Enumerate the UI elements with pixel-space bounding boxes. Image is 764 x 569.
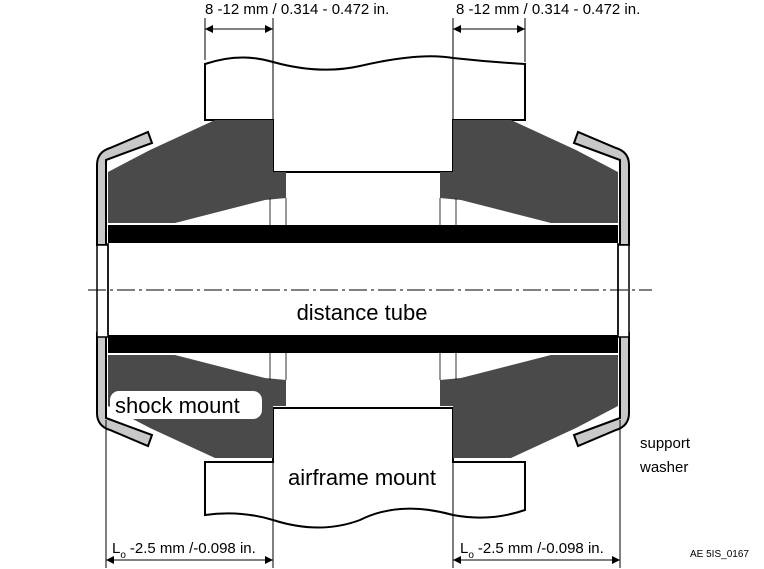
figure-id: AE 5IS_0167 — [690, 549, 749, 560]
label-shock-mount-bg — [110, 391, 262, 419]
label-support-washer-line1: support — [640, 435, 691, 452]
distance-tube — [96, 225, 630, 353]
top-dimension-lines — [204, 18, 526, 62]
bottom-dimension-lines — [105, 420, 621, 568]
dimension-bottom-right: Lo-2.5 mm /-0.098 in. — [460, 540, 604, 561]
label-airframe-mount: airframe mount — [288, 465, 436, 490]
label-support-washer-line2: washer — [639, 459, 688, 476]
airframe-mount-top — [204, 55, 526, 173]
dimension-top-left: 8 -12 mm / 0.314 - 0.472 in. — [205, 1, 389, 18]
label-distance-tube: distance tube — [297, 300, 428, 325]
airframe-mount-bottom — [204, 407, 526, 529]
dimension-bottom-left: Lo-2.5 mm /-0.098 in. — [112, 540, 256, 561]
label-shock-mount: shock mount — [115, 393, 240, 418]
dimension-top-right: 8 -12 mm / 0.314 - 0.472 in. — [456, 1, 640, 18]
